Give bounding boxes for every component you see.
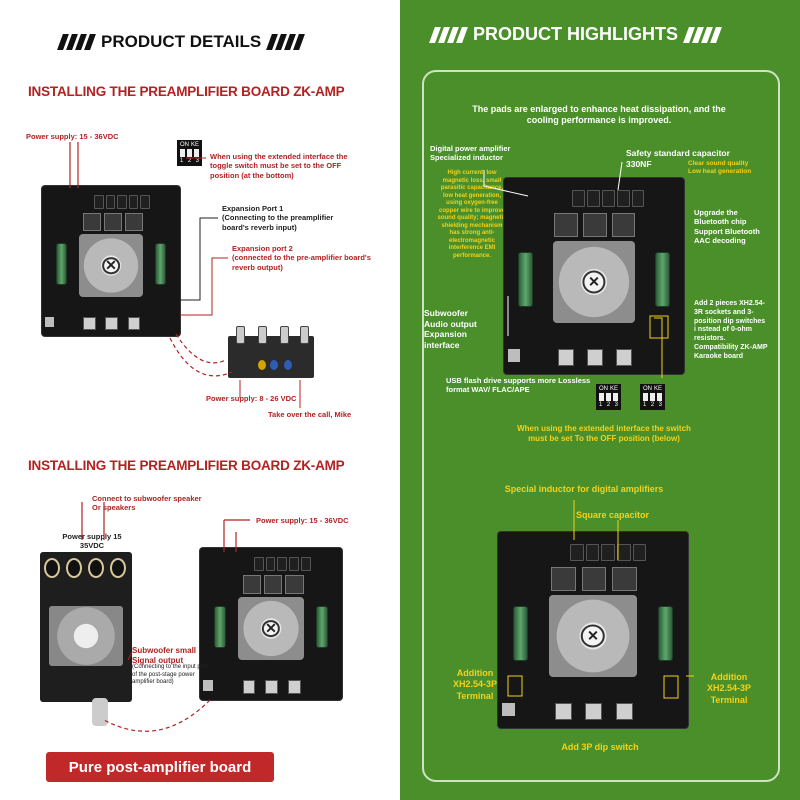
- expansion-port-2-label: Expansion port 2 (connected to the pre-a…: [232, 244, 371, 272]
- stripes-icon: [266, 34, 306, 50]
- amplifier-board-4: [498, 532, 688, 728]
- subwoofer-output-label: Subwoofer Audio output Expansion interfa…: [424, 308, 477, 350]
- expansion-port-1-label: Expansion Port 1 (Connecting to the prea…: [222, 204, 334, 232]
- power-supply-label-2: Power supply: 15 - 36VDC: [256, 516, 349, 525]
- xh-sockets-label: Add 2 pieces XH2.54-3R sockets and 3-pos…: [694, 300, 768, 360]
- pads-label: The pads are enlarged to enhance heat di…: [472, 104, 726, 126]
- fan-icon: [261, 619, 281, 638]
- amplifier-board-2: [200, 548, 342, 700]
- product-highlights-title: PRODUCT HIGHLIGHTS: [473, 24, 678, 44]
- dip-note: When using the extended interface the to…: [210, 152, 348, 180]
- product-details-title: PRODUCT DETAILS: [101, 32, 262, 51]
- preamp-power-label: Power supply: 8 - 26 VDC: [206, 394, 297, 403]
- fan-icon: [582, 270, 606, 294]
- section1-title: INSTALLING THE PREAMPLIFIER BOARD ZK-AMP: [28, 84, 345, 99]
- post-amplifier-button[interactable]: Pure post-amplifier board: [46, 752, 274, 782]
- subwoofer-small-note: (Connecting to the input port of the pos…: [132, 664, 208, 685]
- stripes-icon: [683, 26, 722, 43]
- bluetooth-label: Upgrade the Bluetooth chip Support Bluet…: [694, 208, 760, 246]
- subwoofer-small-label: Subwoofer small Signal output: [132, 646, 197, 665]
- product-highlights-header: PRODUCT HIGHLIGHTS: [429, 24, 722, 45]
- power-supply-label: Power supply: 15 - 36VDC: [26, 132, 119, 141]
- stripes-icon: [57, 34, 96, 50]
- fan-icon: [102, 256, 120, 275]
- square-capacitor-label: Square capacitor: [576, 510, 650, 520]
- subwoofer-speaker-label: Connect to subwoofer speaker Or speakers: [92, 494, 202, 513]
- preamplifier-board: [228, 326, 314, 378]
- post-power-label: Power supply 15 35VDC: [62, 532, 122, 551]
- dip-note-right: When using the extended interface the sw…: [517, 424, 691, 443]
- addition-terminal-right: Addition XH2.54-3P Terminal: [706, 672, 752, 705]
- stripes-icon: [429, 26, 468, 43]
- product-details-panel: PRODUCT DETAILS INSTALLING THE PREAMPLIF…: [0, 0, 400, 800]
- product-details-header: PRODUCT DETAILS: [57, 32, 306, 52]
- addition-terminal-left: Addition XH2.54-3P Terminal: [452, 668, 498, 701]
- highlights-frame: [422, 70, 780, 782]
- dpa-inductor-title: Digital power amplifier Specialized indu…: [430, 144, 511, 163]
- fan-icon: [580, 624, 606, 648]
- dpa-inductor-desc: High current, low magnetic loss, small p…: [437, 170, 507, 259]
- takeover-label: Take over the call, Mike: [268, 410, 352, 419]
- safety-capacitor-sub: Clear sound quality Low heat generation: [688, 160, 752, 176]
- amplifier-board-3: [504, 178, 684, 374]
- amplifier-board-1: [42, 186, 180, 336]
- post-amplifier-board: [40, 552, 132, 702]
- add-dip-switch-label: Add 3P dip switch: [561, 742, 639, 752]
- section2-title: INSTALLING THE PREAMPLIFIER BOARD ZK-AMP: [28, 458, 345, 473]
- potentiometer-knob: [92, 698, 108, 726]
- usb-label: USB flash drive supports more Lossless f…: [446, 376, 591, 395]
- product-highlights-panel: PRODUCT HIGHLIGHTS The pads are enlarged…: [400, 0, 800, 800]
- special-inductor-label: Special inductor for digital amplifiers: [504, 484, 664, 494]
- safety-capacitor-label: Safety standard capacitor 330NF: [626, 148, 730, 169]
